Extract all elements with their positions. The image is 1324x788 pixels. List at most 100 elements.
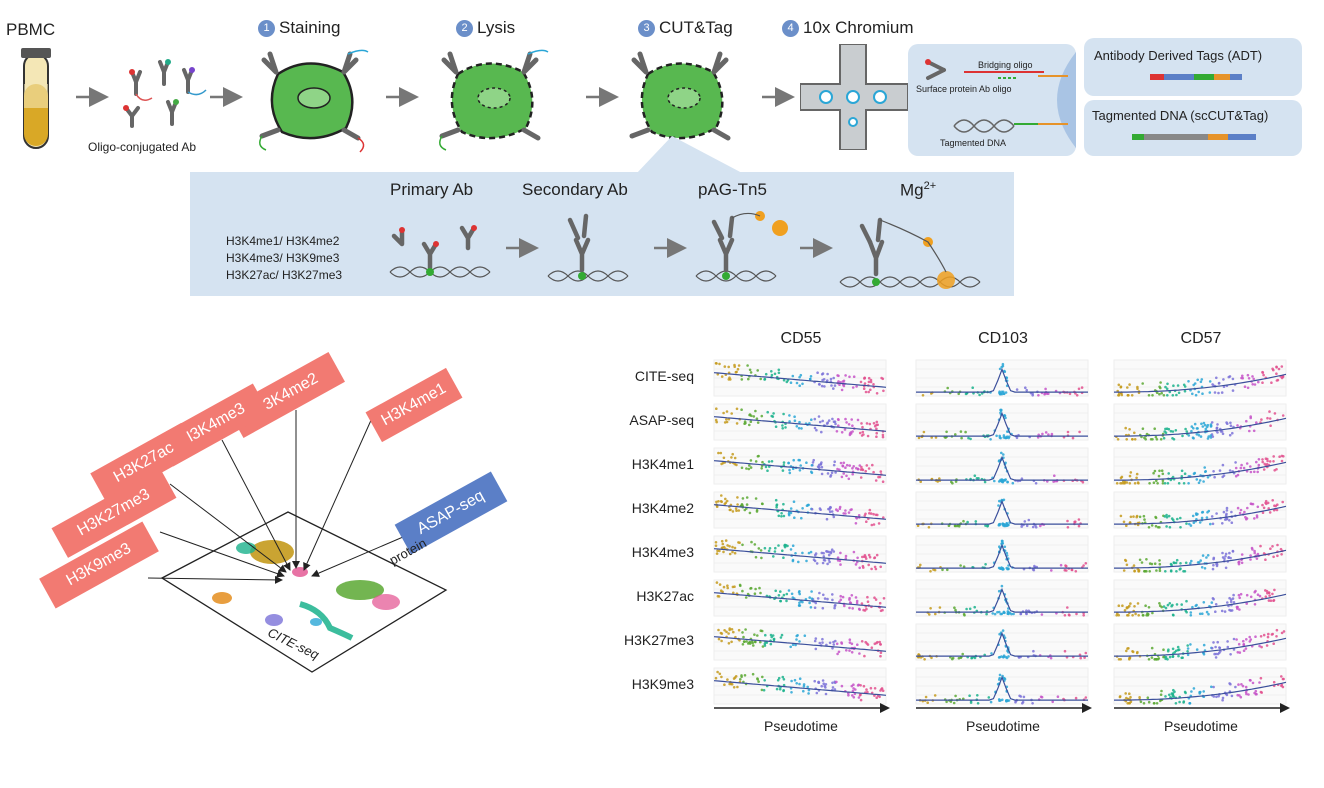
scatter-point	[777, 594, 781, 597]
scatter-point	[782, 556, 785, 559]
scatter-point	[1153, 469, 1157, 473]
scatter-point	[1158, 569, 1162, 572]
scatter-point	[1182, 482, 1186, 485]
scatter-point	[1201, 392, 1204, 395]
scatter-point	[866, 690, 869, 694]
scatter-point	[1210, 646, 1214, 650]
scatter-point	[715, 581, 719, 584]
scatter-point	[1178, 568, 1182, 571]
scatter-point	[1167, 472, 1170, 475]
scatter-point	[778, 687, 782, 691]
scatter-point	[1002, 434, 1006, 437]
scatter-point	[1034, 524, 1037, 527]
scatter-point	[1124, 426, 1127, 430]
scatter-point	[733, 363, 736, 367]
scatter-point	[1199, 435, 1203, 438]
scatter-point	[860, 640, 864, 643]
scatter-point	[1272, 680, 1276, 684]
scatter-point	[725, 420, 729, 424]
scatter-point	[1202, 643, 1206, 647]
scatter-point	[816, 371, 819, 374]
scatter-point	[1216, 423, 1219, 426]
scatter-point	[1276, 503, 1279, 506]
scatter-point	[799, 464, 802, 467]
scatter-point	[794, 552, 797, 555]
scatter-point	[1159, 699, 1162, 703]
scatter-point	[826, 562, 829, 566]
scatter-point	[841, 595, 845, 599]
scatter-point	[1004, 416, 1007, 420]
scatter-point	[1125, 649, 1128, 653]
pseudotime-arrowhead	[880, 703, 890, 713]
scatter-point	[1117, 613, 1120, 617]
scatter-point	[1175, 558, 1179, 562]
scatter-point	[1162, 436, 1166, 440]
scatter-point	[1152, 702, 1156, 705]
scatter-point	[1238, 596, 1241, 600]
scatter-point	[818, 420, 822, 424]
scatter-point	[753, 543, 757, 546]
scatter-point	[803, 634, 807, 637]
scatter-point	[1260, 418, 1263, 421]
scatter-point	[1236, 473, 1240, 477]
scatter-point	[1220, 609, 1224, 613]
scatter-point	[1190, 429, 1193, 433]
scatter-point	[941, 568, 944, 572]
scatter-point	[731, 585, 735, 589]
scatter-point	[1280, 631, 1284, 635]
scatter-point	[801, 600, 804, 604]
scatter-point	[759, 629, 763, 632]
scatter-point	[744, 628, 747, 631]
scatter-point	[980, 392, 984, 395]
scatter-point	[1183, 389, 1187, 393]
scatter-point	[1177, 654, 1180, 658]
scatter-point	[747, 377, 750, 381]
scatter-point	[1170, 692, 1174, 695]
scatter-point	[865, 520, 868, 523]
stage-pag-tn5: pAG-Tn5	[698, 180, 767, 199]
scatter-point	[793, 678, 797, 682]
scatter-point	[1240, 463, 1243, 467]
scatter-point	[1248, 640, 1252, 643]
scatter-point	[1174, 429, 1178, 432]
scatter-point	[1122, 569, 1126, 572]
scatter-point	[738, 583, 742, 587]
scatter-point	[787, 513, 791, 517]
scatter-point	[1249, 679, 1252, 682]
scatter-point	[1200, 511, 1204, 514]
step-1-label: Staining	[279, 18, 341, 37]
lysed-cell-icon	[439, 49, 549, 151]
scatter-point	[753, 592, 757, 595]
scatter-point	[728, 508, 732, 512]
scatter-point	[774, 546, 777, 550]
scatter-point	[772, 555, 775, 558]
scatter-point	[1224, 566, 1228, 570]
scatter-point	[798, 640, 801, 643]
scatter-point	[973, 474, 977, 477]
scatter-point	[715, 552, 719, 555]
scatter-point	[1142, 614, 1145, 617]
scatter-point	[874, 479, 878, 482]
scatter-point	[1148, 570, 1151, 573]
scatter-point	[1175, 570, 1178, 573]
scatter-point	[828, 641, 832, 645]
scatter-point	[1158, 559, 1161, 562]
scatter-point	[798, 420, 801, 424]
scatter-point	[813, 639, 817, 643]
scatter-point	[1120, 475, 1124, 479]
scatter-point	[750, 540, 753, 544]
scatter-point	[1212, 563, 1215, 567]
scatter-point	[1166, 649, 1170, 653]
scatter-point	[791, 558, 795, 562]
scatter-point	[850, 642, 854, 646]
scatter-point	[987, 696, 991, 699]
scatter-point	[729, 378, 732, 381]
scatter-point	[810, 590, 813, 593]
scatter-point	[1022, 695, 1026, 699]
scatter-point	[1268, 511, 1272, 514]
scatter-point	[1165, 513, 1168, 517]
scatter-point	[1231, 549, 1235, 553]
scatter-point	[1147, 658, 1151, 661]
scatter-point	[732, 630, 735, 634]
